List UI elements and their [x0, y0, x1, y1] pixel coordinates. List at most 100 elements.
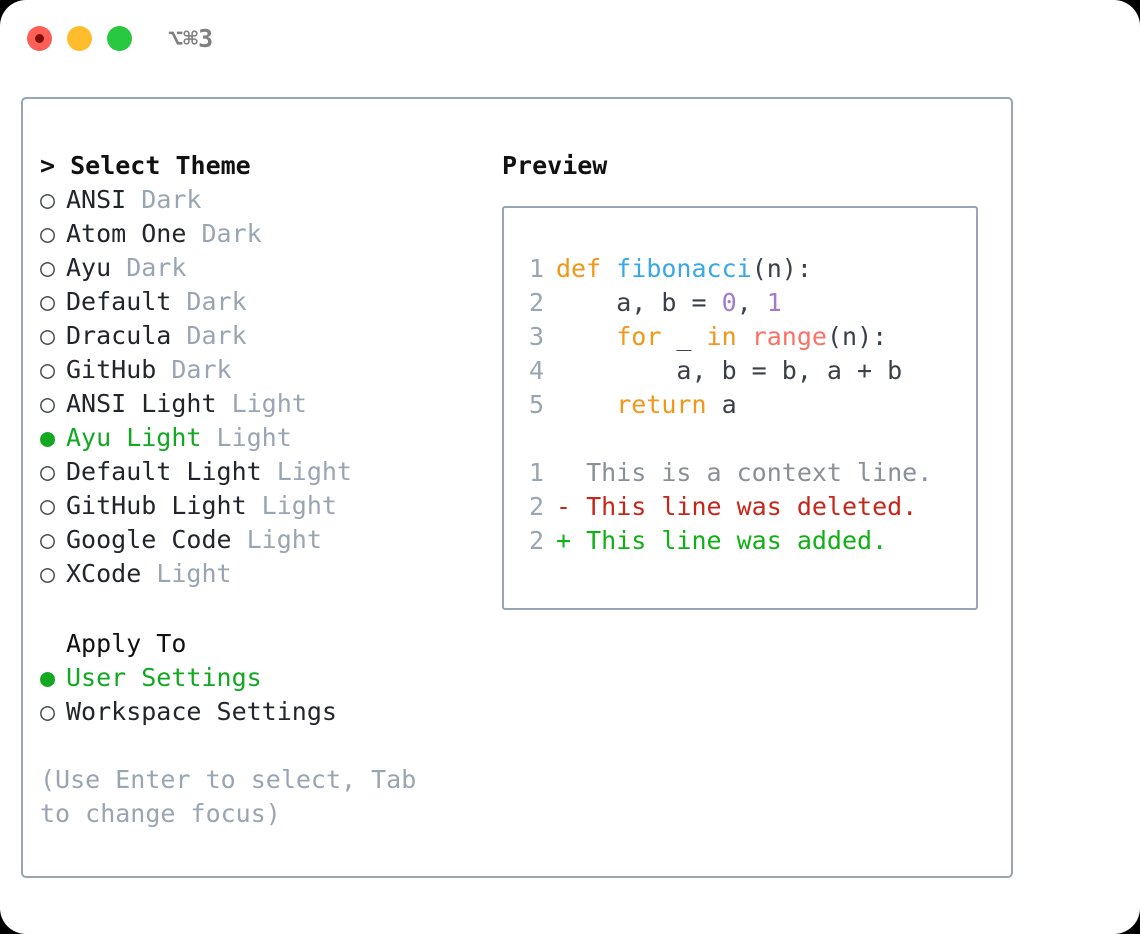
radio-selected-icon: ● [40, 663, 56, 692]
code-token: fibonacci [616, 254, 752, 283]
code-line: 1 def fibonacci(n): [520, 252, 976, 286]
theme-variant-tag: Light [246, 491, 337, 520]
theme-option-ansi[interactable]: ○ ANSI Dark [40, 183, 500, 217]
theme-option-label: ANSI [66, 185, 127, 214]
theme-variant-tag: Light [261, 457, 352, 486]
radio-unselected-icon: ○ [40, 253, 56, 282]
close-button[interactable] [27, 26, 52, 51]
code-token: _ [661, 322, 707, 351]
maximize-button[interactable] [107, 26, 132, 51]
code-token [556, 390, 616, 419]
theme-variant-tag: Dark [171, 321, 247, 350]
code-token: return [616, 390, 707, 419]
diff-block: 1 This is a context line.2- This line wa… [520, 456, 976, 558]
radio-unselected-icon: ○ [40, 219, 56, 248]
code-token [737, 322, 752, 351]
keyboard-shortcut-label: ⌥⌘3 [168, 24, 214, 53]
diff-line-text: This is a context line. [556, 458, 933, 487]
code-token: for [616, 322, 662, 351]
code-token: range [751, 322, 827, 351]
code-line: 2 a, b = 0, 1 [520, 286, 976, 320]
line-number: 4 [528, 356, 544, 385]
apply-to-header: Apply To [66, 629, 187, 658]
theme-option-ansi-light[interactable]: ○ANSI Light Light [40, 387, 500, 421]
line-number: 1 [528, 254, 544, 283]
theme-variant-tag: Dark [111, 253, 187, 282]
theme-option-ayu-light[interactable]: ●Ayu Light Light [40, 421, 500, 455]
theme-option-list: ○ANSI Dark○Atom One Dark○Ayu Dark○Defaul… [40, 183, 500, 591]
diff-line-add: 2 + This line was added. [520, 524, 976, 558]
theme-option-label: Google Code [66, 525, 232, 554]
diff-line-del: 2- This line was deleted. [520, 490, 976, 524]
line-number: 2 [528, 526, 544, 555]
code-token: 1 [766, 288, 782, 317]
theme-option-label: ANSI Light [66, 389, 217, 418]
code-token: 0 [721, 288, 737, 317]
theme-option-ayu[interactable]: ○ Ayu Dark [40, 251, 500, 285]
theme-option-default-light[interactable]: ○Default Light Light [40, 455, 500, 489]
theme-option-github[interactable]: ○ GitHub Dark [40, 353, 500, 387]
apply-to-option-workspace-settings[interactable]: ○ Workspace Settings [40, 695, 500, 729]
code-token: def [556, 254, 617, 283]
code-token: (n): [826, 322, 888, 351]
theme-option-github-light[interactable]: ○ GitHub Light Light [40, 489, 500, 523]
theme-option-label: Ayu [66, 253, 112, 282]
content-panel: > Select Theme ○ANSI Dark○Atom One Dark○… [21, 97, 1013, 878]
radio-unselected-icon: ○ [40, 185, 56, 214]
theme-option-label: Default Light [66, 457, 262, 486]
diff-line-text: + This line was added. [556, 526, 888, 555]
radio-unselected-icon: ○ [40, 355, 56, 384]
radio-unselected-icon: ○ [40, 525, 56, 554]
left-column: > Select Theme ○ANSI Dark○Atom One Dark○… [40, 149, 500, 831]
radio-unselected-icon: ○ [40, 697, 56, 726]
theme-variant-tag: Dark [156, 355, 232, 384]
code-token: a, b = [556, 288, 722, 317]
theme-variant-tag: Light [201, 423, 292, 452]
section-spacer [40, 591, 500, 627]
apply-to-option-list: ● User Settings ○ Workspace Settings [40, 661, 500, 729]
apply-to-option-label: Workspace Settings [66, 697, 337, 726]
theme-variant-tag: Dark [186, 219, 262, 248]
code-token: a, b = b, a + b [556, 356, 903, 385]
theme-variant-tag: Light [231, 525, 322, 554]
theme-option-label: GitHub Light [66, 491, 247, 520]
select-theme-header: > Select Theme [40, 151, 251, 180]
theme-option-xcode[interactable]: ○XCode Light [40, 557, 500, 591]
theme-option-default[interactable]: ○Default Dark [40, 285, 500, 319]
code-line: 3 for _ in range(n): [520, 320, 976, 354]
code-line: 5 return a [520, 388, 976, 422]
theme-variant-tag: Light [141, 559, 232, 588]
line-number: 5 [528, 390, 544, 419]
theme-option-label: Dracula [66, 321, 172, 350]
theme-option-label: Atom One [66, 219, 187, 248]
theme-option-google-code[interactable]: ○ Google Code Light [40, 523, 500, 557]
radio-unselected-icon: ○ [40, 287, 56, 316]
radio-selected-icon: ● [40, 423, 56, 452]
keyboard-hint: (Use Enter to select, Tab to change focu… [40, 765, 432, 828]
apply-to-option-label: User Settings [66, 663, 262, 692]
theme-option-label: GitHub [66, 355, 157, 384]
theme-option-label: Default [66, 287, 172, 316]
theme-option-dracula[interactable]: ○ Dracula Dark [40, 319, 500, 353]
line-number: 1 [528, 458, 544, 487]
diff-line-ctx: 1 This is a context line. [520, 456, 976, 490]
code-spacer [520, 422, 976, 456]
radio-unselected-icon: ○ [40, 321, 56, 350]
line-number: 2 [528, 492, 544, 521]
radio-unselected-icon: ○ [40, 559, 56, 588]
theme-option-atom-one[interactable]: ○ Atom One Dark [40, 217, 500, 251]
preview-title: Preview [502, 151, 608, 180]
minimize-button[interactable] [67, 26, 92, 51]
code-token: in [706, 322, 737, 351]
title-bar: ⌥⌘3 [0, 0, 1140, 78]
radio-unselected-icon: ○ [40, 389, 56, 418]
apply-to-option-user-settings[interactable]: ● User Settings [40, 661, 500, 695]
radio-unselected-icon: ○ [40, 491, 56, 520]
theme-variant-tag: Dark [126, 185, 202, 214]
line-number: 3 [528, 322, 544, 351]
code-line: 4 a, b = b, a + b [520, 354, 976, 388]
code-token: (n): [751, 254, 812, 283]
